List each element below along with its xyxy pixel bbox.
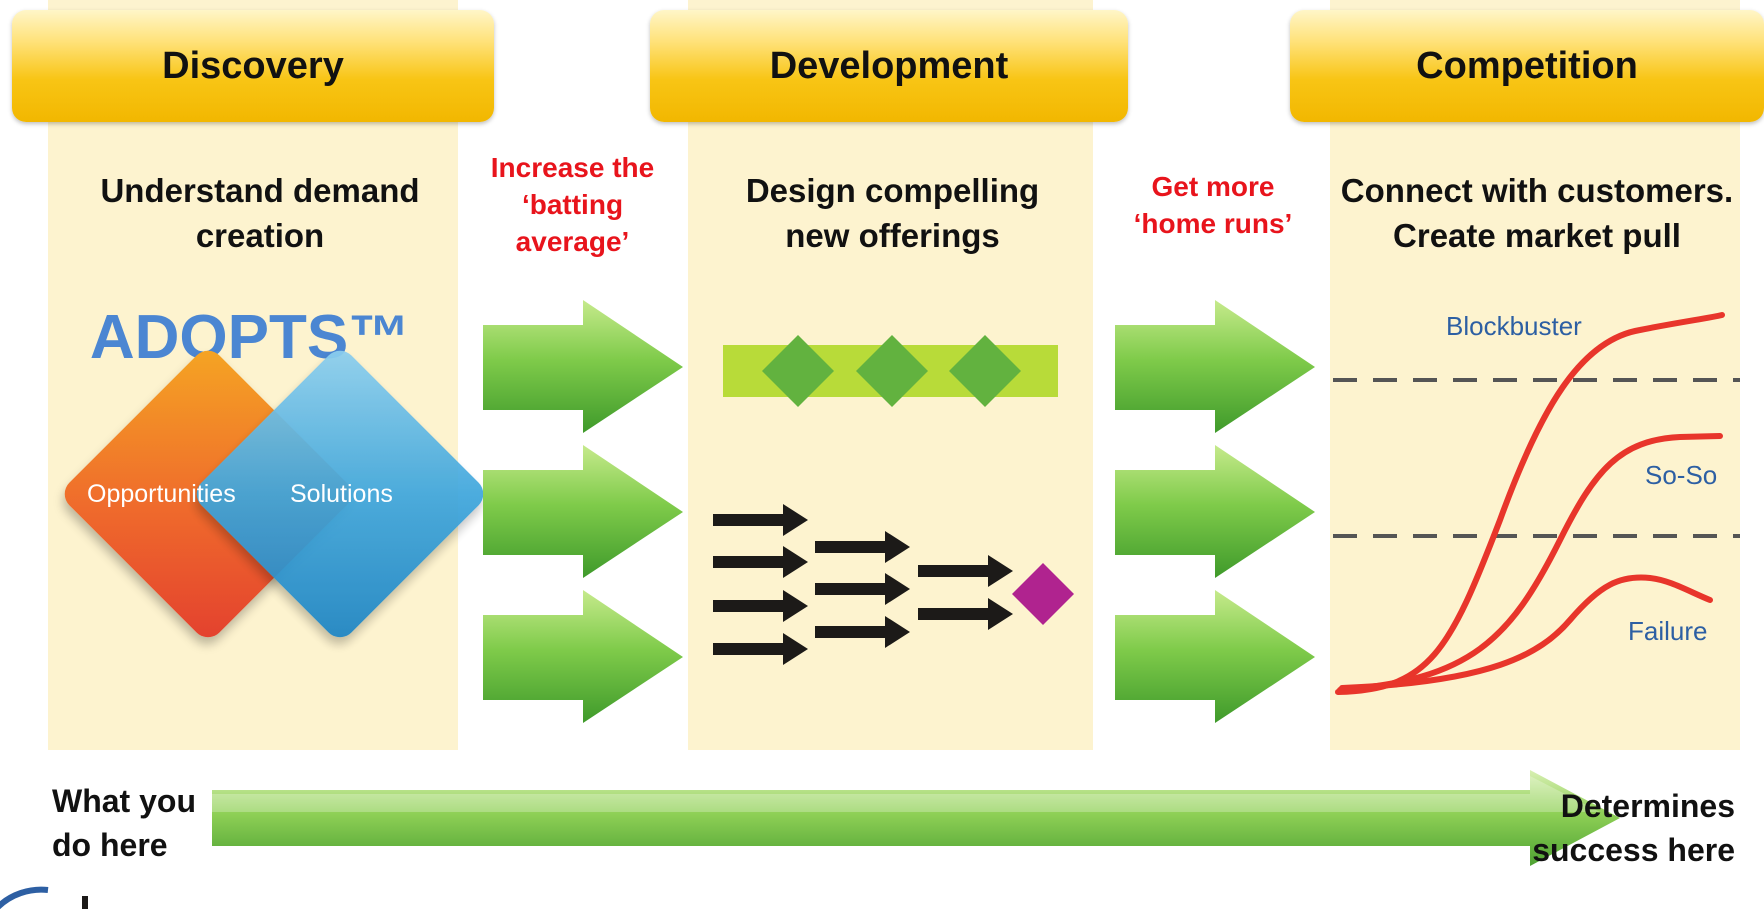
result-diamond (1012, 563, 1074, 625)
transition-arrow (483, 590, 683, 723)
outcome-label-blockbuster: Blockbuster (1446, 311, 1582, 341)
transition-arrow (1115, 445, 1315, 578)
discovery-column (48, 0, 458, 750)
transition-arrow (1115, 300, 1315, 433)
stage-description-competition: Connect with customers. Create market pu… (1340, 172, 1734, 254)
stage-title: Competition (1416, 44, 1638, 87)
failure-curve (1339, 574, 1713, 691)
opportunities-label: Opportunities (87, 480, 236, 508)
bottom-end-label: Determines success here (1532, 788, 1735, 868)
stage-header-development: Development (650, 10, 1128, 122)
soso-curve (1337, 433, 1723, 693)
stage-title: Development (769, 44, 1009, 87)
logo-fragment (0, 886, 49, 909)
stage-description-discovery: Understand demand creation (100, 172, 420, 254)
progress-arrow (212, 770, 1620, 866)
outcome-label-soso: So-So (1645, 460, 1718, 490)
transition-arrow (483, 300, 683, 433)
stage-header-competition: Competition (1290, 10, 1764, 122)
outcome-label-failure: Failure (1628, 616, 1708, 646)
transition-arrow (1115, 590, 1315, 723)
bottom-start-label: What you do here (52, 783, 196, 863)
stage-description-development: Design compelling new offerings (745, 172, 1040, 254)
funnel-arrows (713, 504, 1013, 665)
solutions-label: Solutions (290, 480, 393, 508)
offering-pattern (723, 335, 1058, 407)
transition-text-batting: Increase the ‘batting average’ (490, 152, 655, 257)
blockbuster-curve (1335, 312, 1725, 695)
logo-fragment (82, 896, 88, 909)
transition-arrow (483, 445, 683, 578)
transition-text-homeruns: Get more ‘home runs’ (1133, 171, 1293, 239)
stage-header-discovery: Discovery (12, 10, 494, 122)
competition-column (1330, 0, 1740, 750)
stage-title: Discovery (162, 44, 344, 87)
